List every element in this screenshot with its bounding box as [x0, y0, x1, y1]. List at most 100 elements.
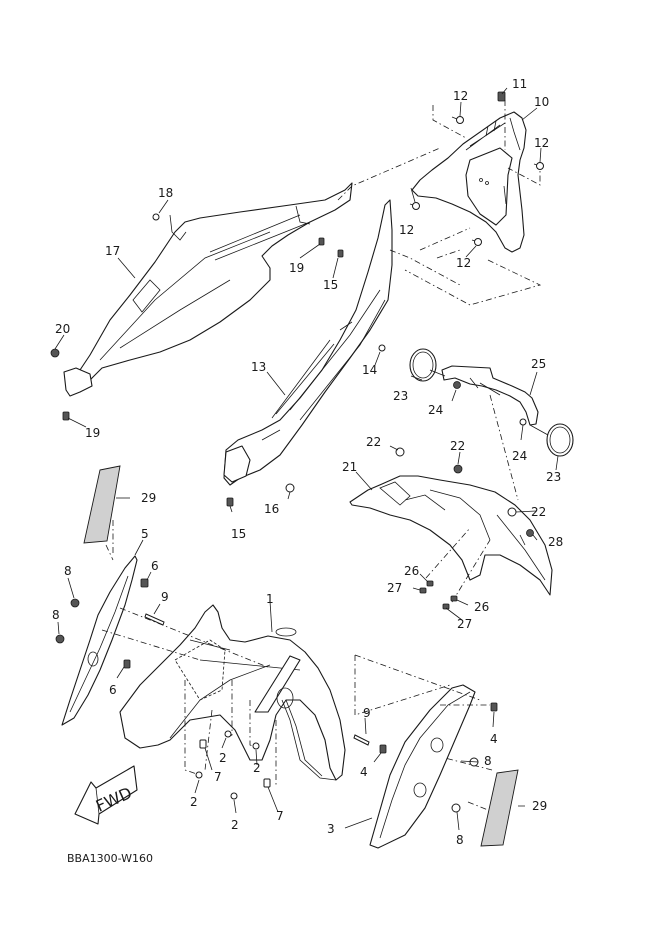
front-fender-assembly	[119, 604, 346, 785]
screw-2-c[interactable]	[195, 771, 203, 779]
callout-9-left: 9	[161, 590, 169, 604]
reflector-strip-left-part-29[interactable]	[83, 465, 121, 544]
bolt-22-middle[interactable]	[453, 464, 463, 474]
left-fender-panel-assembly	[61, 520, 271, 726]
collar-26-left[interactable]	[426, 580, 434, 587]
callout-20: 20	[55, 322, 70, 336]
callout-22-right: 22	[531, 505, 546, 519]
nut-15-upper[interactable]	[337, 249, 344, 258]
nut-19-lower[interactable]	[62, 411, 70, 421]
callout-16: 16	[264, 502, 279, 516]
nut-6-lower[interactable]	[123, 659, 131, 669]
damper-27-right[interactable]	[442, 603, 450, 610]
left-side-cover-assembly	[63, 147, 441, 397]
callout-8-upper-left: 8	[64, 564, 72, 578]
callout-4-left: 4	[360, 765, 368, 779]
screw-2-d[interactable]	[230, 792, 238, 800]
nut-24-right[interactable]	[519, 418, 527, 426]
callout-28: 28	[548, 535, 563, 549]
callout-24-left: 24	[428, 403, 443, 417]
tail-cover-assembly	[404, 100, 542, 306]
right-side-cover-mount-tab	[223, 445, 251, 483]
callout-23-right: 23	[546, 470, 561, 484]
callout-12-top: 12	[453, 89, 468, 103]
callout-15-lower: 15	[231, 527, 246, 541]
reflector-left-part-23[interactable]	[409, 348, 437, 382]
callout-26-left: 26	[404, 564, 419, 578]
screw-18[interactable]	[152, 213, 160, 221]
reflector-right-part-23[interactable]	[546, 423, 574, 457]
screw-12-left[interactable]	[409, 202, 420, 210]
callout-27-left: 27	[387, 581, 402, 595]
callout-2-a: 2	[219, 751, 227, 765]
callout-29-right: 29	[532, 799, 547, 813]
screw-12-bottom[interactable]	[471, 238, 482, 246]
screw-8-lower-right[interactable]	[451, 803, 461, 813]
screw-2-a[interactable]	[224, 730, 232, 738]
nut-11[interactable]	[497, 91, 506, 102]
callout-6-upper: 6	[151, 559, 159, 573]
left-fender-panel-part-5[interactable]	[61, 555, 138, 726]
callout-labels: 11 10 12 12 12 12 18 17 19 15 20 19 13 1…	[52, 77, 563, 847]
screw-8-upper-left[interactable]	[70, 598, 80, 608]
callout-17: 17	[105, 244, 120, 258]
drawing-code: BBA1300-W160	[67, 852, 153, 865]
callout-12-left: 12	[399, 223, 414, 237]
bolt-9-left[interactable]	[144, 613, 165, 626]
left-side-cover-mount-tab	[63, 367, 93, 397]
callout-8-lower-left: 8	[52, 608, 60, 622]
fasteners	[50, 91, 544, 813]
nut-6-upper[interactable]	[140, 578, 149, 588]
nut-7-b[interactable]	[263, 778, 271, 788]
callout-12-bottom: 12	[456, 256, 471, 270]
screw-12-right[interactable]	[533, 162, 544, 170]
nut-24-left[interactable]	[453, 381, 461, 389]
nut-7-a[interactable]	[199, 739, 207, 749]
collar-26-right[interactable]	[450, 595, 458, 602]
callout-29-left: 29	[141, 491, 156, 505]
bolt-9-right[interactable]	[353, 734, 370, 746]
callout-12-right: 12	[534, 136, 549, 150]
screw-20[interactable]	[50, 348, 60, 358]
callout-18: 18	[158, 186, 173, 200]
rear-fender-assembly	[349, 394, 553, 603]
screw-12-top[interactable]	[451, 116, 464, 124]
front-fender-part-1[interactable]	[119, 604, 346, 781]
rear-fender-part-21[interactable]	[349, 475, 553, 596]
callout-19-upper: 19	[289, 261, 304, 275]
callout-8-upper-right: 8	[484, 754, 492, 768]
callout-27-right: 27	[457, 617, 472, 631]
tail-cover-light-housing	[465, 147, 513, 226]
nut-28[interactable]	[526, 529, 534, 537]
screw-8-lower-left[interactable]	[55, 634, 65, 644]
callout-9-right: 9	[363, 706, 371, 720]
fwd-arrow-icon	[74, 765, 138, 825]
reflector-strip-right-part-29[interactable]	[480, 769, 519, 847]
bolt-22-right[interactable]	[507, 507, 517, 517]
callout-2-c: 2	[190, 795, 198, 809]
callout-7-b: 7	[276, 809, 284, 823]
forward-direction-indicator: FWD	[74, 765, 138, 825]
nut-4-left[interactable]	[379, 744, 387, 754]
left-side-cover-part-17[interactable]	[69, 182, 353, 393]
right-fender-panel-part-3[interactable]	[369, 684, 476, 849]
callout-14: 14	[362, 363, 377, 377]
callout-6-lower: 6	[109, 683, 117, 697]
callout-13: 13	[251, 360, 266, 374]
callout-26-right: 26	[474, 600, 489, 614]
reflector-bracket-assembly	[409, 348, 574, 457]
screw-16[interactable]	[285, 483, 295, 493]
callout-22-middle: 22	[450, 439, 465, 453]
damper-27-left[interactable]	[419, 587, 427, 594]
nut-4-right[interactable]	[490, 702, 498, 712]
callout-3: 3	[327, 822, 335, 836]
callout-19-lower: 19	[85, 426, 100, 440]
screw-14[interactable]	[378, 344, 386, 352]
callout-23-left: 23	[393, 389, 408, 403]
nut-19-upper[interactable]	[318, 237, 325, 246]
screw-2-b[interactable]	[252, 742, 260, 750]
callout-15-upper: 15	[323, 278, 338, 292]
callout-22-left: 22	[366, 435, 381, 449]
nut-15-lower[interactable]	[226, 497, 234, 507]
